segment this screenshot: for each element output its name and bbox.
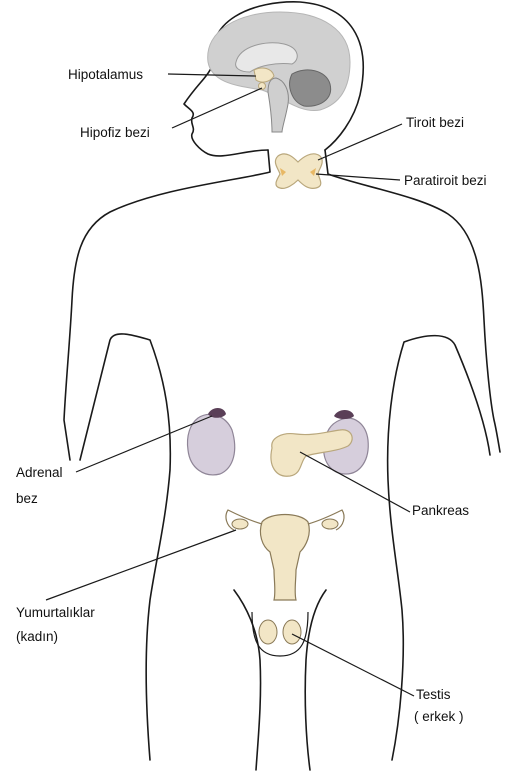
ovary-right bbox=[322, 519, 338, 529]
label-parathyroid: Paratiroit bezi bbox=[404, 172, 487, 189]
leader-testis bbox=[292, 634, 414, 696]
female-reproductive-organs bbox=[226, 510, 344, 600]
brain bbox=[208, 12, 350, 132]
label-hypothalamus: Hipotalamus bbox=[68, 66, 143, 83]
label-adrenal-line1: Adrenal bbox=[16, 464, 63, 481]
leader-thyroid bbox=[318, 124, 402, 160]
left-arm-inner bbox=[80, 334, 170, 760]
left-kidney bbox=[187, 408, 234, 475]
label-testis-line2: ( erkek ) bbox=[414, 708, 464, 725]
right-adrenal-gland bbox=[334, 410, 354, 419]
leader-lines bbox=[46, 74, 414, 696]
brain-cerebellum bbox=[290, 70, 331, 106]
left-torso-outline bbox=[64, 150, 270, 460]
label-thyroid: Tiroit bezi bbox=[406, 114, 464, 131]
label-adrenal-line2: bez bbox=[16, 490, 38, 507]
label-ovaries-line1: Yumurtalıklar bbox=[16, 604, 95, 621]
right-torso-outline bbox=[325, 150, 500, 452]
label-ovaries-line2: (kadın) bbox=[16, 628, 58, 645]
leader-ovaries bbox=[46, 530, 236, 600]
thyroid-gland bbox=[275, 154, 322, 189]
leader-pituitary bbox=[172, 88, 262, 128]
uterus bbox=[260, 515, 309, 601]
testes bbox=[252, 612, 308, 656]
brain-stem bbox=[268, 78, 288, 132]
testis-left bbox=[259, 620, 277, 644]
leader-parathyroid bbox=[316, 174, 400, 180]
label-pituitary: Hipofiz bezi bbox=[80, 124, 150, 141]
testis-right bbox=[283, 620, 301, 644]
leg-inner-line bbox=[234, 590, 261, 770]
label-pancreas: Pankreas bbox=[412, 502, 469, 519]
ovary-left bbox=[232, 519, 248, 529]
label-testis-line1: Testis bbox=[416, 686, 451, 703]
